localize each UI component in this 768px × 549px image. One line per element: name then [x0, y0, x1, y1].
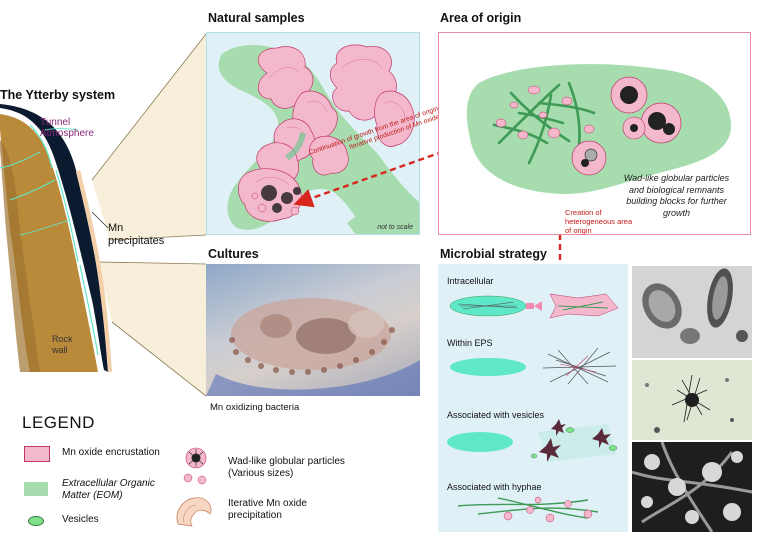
micrograph-intracellular: [632, 266, 752, 358]
microbial-strategy-title: Microbial strategy: [440, 247, 547, 261]
tunnel-atmosphere-label: Tunnel Atmosphere: [40, 117, 94, 139]
legend-label-iterative: Iterative Mn oxide precipitation: [228, 498, 307, 521]
not-to-scale-note: not to scale: [377, 224, 413, 231]
micrograph-eps: [632, 360, 752, 440]
origin-globule-4: [622, 116, 646, 140]
sample-origin-cluster: [251, 185, 301, 216]
legend-label-eom: Extracellular Organic Matter (EOM): [62, 478, 155, 501]
strategy-label-within-eps: Within EPS: [447, 338, 493, 348]
zoom-funnel-cultures: [98, 262, 206, 396]
intracellular-illustration: [449, 293, 619, 319]
zoom-line-mid: [109, 234, 207, 241]
zoom-line-cult-top: [97, 261, 207, 265]
creation-label: Creation of heterogeneous area of origin: [565, 208, 633, 235]
microbial-strategy-panel: Intracellular Within EPS Associated with…: [438, 264, 628, 532]
area-of-origin-panel: Wad-like globular particles and biologic…: [438, 32, 751, 235]
rock-wall-label: Rock wall: [52, 334, 73, 355]
zoom-funnel-natural: [92, 34, 206, 240]
area-of-origin-drawing: [466, 64, 732, 194]
within-eps-illustration: [450, 347, 617, 385]
mn-precipitates-label: Mn precipitates: [108, 222, 165, 247]
origin-globule-3: [571, 140, 607, 176]
strategy-label-vesicles: Associated with vesicles: [447, 410, 545, 420]
cultures-photo: [206, 264, 420, 396]
legend-label-globular: Wad-like globular particles (Various siz…: [228, 456, 345, 479]
natural-samples-drawing: [218, 44, 419, 234]
cultures-caption: Mn oxidizing bacteria: [210, 402, 300, 413]
micrograph-2-drawing: [632, 360, 752, 440]
natural-samples-title: Natural samples: [208, 11, 305, 25]
legend-label-mn-oxide: Mn oxide encrustation: [62, 447, 160, 458]
cultures-title: Cultures: [208, 247, 259, 261]
origin-caption: Wad-like globular particles and biologic…: [623, 173, 730, 218]
legend-label-vesicles: Vesicles: [62, 514, 99, 525]
strategy-label-hyphae: Associated with hyphae: [447, 482, 542, 492]
micrograph-3-drawing: [632, 442, 752, 532]
natural-samples-panel: not to scale: [206, 32, 420, 235]
micrograph-1-drawing: [632, 266, 752, 358]
legend-title: LEGEND: [22, 413, 95, 432]
cultures-colony-drawing: [206, 298, 420, 396]
zoom-line-cult-bot: [111, 321, 207, 397]
hyphae-illustration: [457, 496, 599, 523]
mn-oxide-swatch: [24, 446, 50, 462]
vesicle-swatch: [28, 516, 44, 526]
vesicles-illustration: [447, 419, 618, 462]
microbial-strategy-drawing: [447, 293, 619, 523]
origin-globule-2: [640, 102, 682, 144]
micrograph-hyphae: [632, 442, 752, 532]
ytterby-title: The Ytterby system: [0, 88, 116, 102]
origin-globule-1: [610, 76, 648, 114]
globular-particle-icon: [183, 447, 207, 485]
zoom-line-top: [91, 33, 207, 181]
eom-swatch: [24, 482, 48, 496]
strategy-label-intracellular: Intracellular: [447, 276, 494, 286]
area-of-origin-title: Area of origin: [440, 11, 522, 25]
iterative-precipitation-icon: [176, 497, 212, 527]
